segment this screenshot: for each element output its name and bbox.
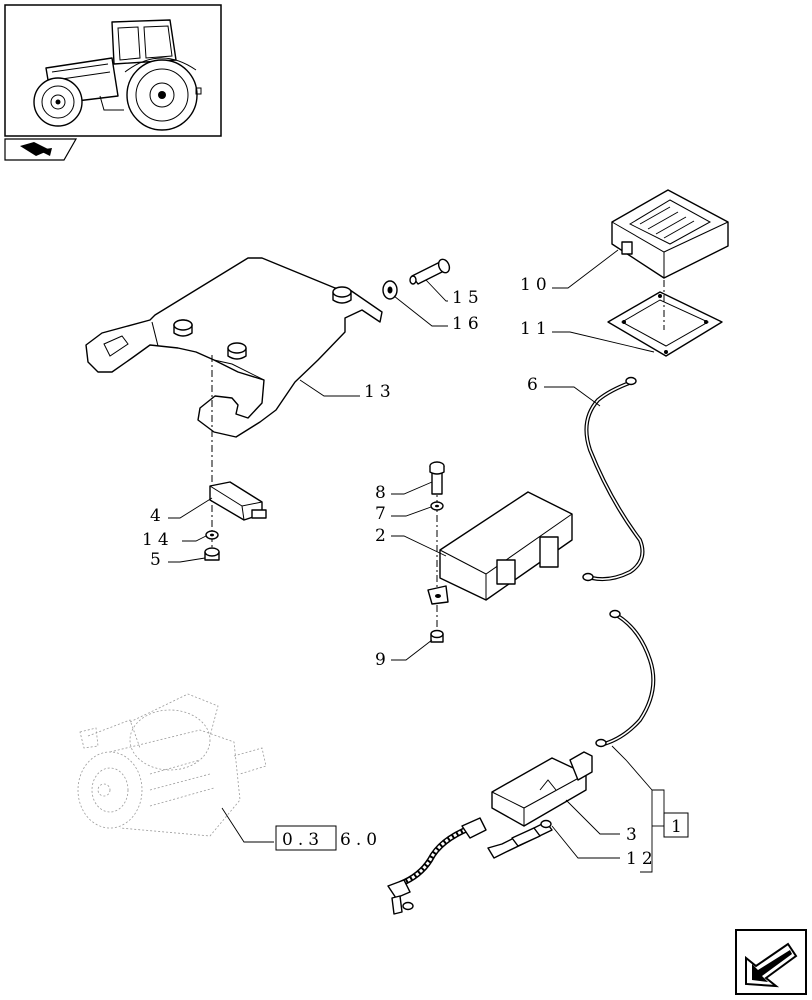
bolt-8[interactable] [429, 461, 445, 495]
reference-code-boxed: 0.3 [282, 830, 324, 850]
starter-motor-reference[interactable] [77, 693, 267, 837]
callout-15[interactable]: 15 [452, 288, 484, 308]
washer-7[interactable] [430, 501, 444, 511]
nut-5[interactable] [204, 547, 220, 561]
group-callout-1[interactable]: 1 [663, 812, 689, 838]
callout-5[interactable]: 5 [150, 550, 166, 570]
nut-9[interactable] [430, 629, 444, 643]
callout-6[interactable]: 6 [527, 375, 543, 395]
callout-14[interactable]: 14 [142, 530, 174, 550]
callout-labels: 15 16 13 10 11 6 4 14 5 8 7 2 9 3 12 1 [142, 275, 689, 869]
callout-11[interactable]: 11 [520, 319, 552, 339]
reference-code-suffix: 6.0 [340, 830, 382, 850]
callout-4[interactable]: 4 [150, 506, 166, 526]
bracket-13[interactable] [85, 257, 383, 438]
bracket-boss [173, 319, 193, 337]
book-arrow-icon [20, 142, 52, 156]
gasket-11[interactable] [607, 291, 723, 357]
callout-3[interactable]: 3 [626, 825, 642, 845]
harness-12[interactable] [387, 817, 553, 915]
bracket-boss [227, 342, 247, 360]
relay-3[interactable] [491, 751, 593, 827]
washer-14[interactable] [205, 530, 219, 540]
bolt-15[interactable] [409, 258, 451, 285]
callout-8[interactable]: 8 [375, 483, 391, 503]
callout-7[interactable]: 7 [375, 504, 391, 524]
callout-2[interactable]: 2 [375, 526, 391, 546]
cable-6[interactable] [582, 376, 645, 582]
sensor-4[interactable] [209, 481, 267, 521]
cable-lower[interactable] [595, 609, 656, 748]
callout-16[interactable]: 16 [452, 314, 484, 334]
reference-code[interactable]: 0.3 6.0 [275, 825, 382, 851]
callout-9[interactable]: 9 [375, 650, 391, 670]
callout-1: 1 [671, 817, 687, 837]
section-tab[interactable] [4, 138, 78, 161]
nav-button[interactable] [735, 929, 807, 995]
tractor-icon [33, 19, 202, 131]
control-unit-10[interactable] [611, 189, 729, 279]
leader-lines [168, 249, 672, 873]
module-2[interactable] [427, 491, 573, 605]
tractor-thumbnail[interactable] [4, 4, 222, 137]
bracket-boss [332, 286, 352, 304]
washer-16[interactable] [382, 280, 398, 300]
callout-12[interactable]: 12 [626, 849, 658, 869]
arrow-left-down-icon [745, 942, 798, 988]
callout-13[interactable]: 13 [364, 382, 396, 402]
callout-10[interactable]: 10 [520, 275, 552, 295]
